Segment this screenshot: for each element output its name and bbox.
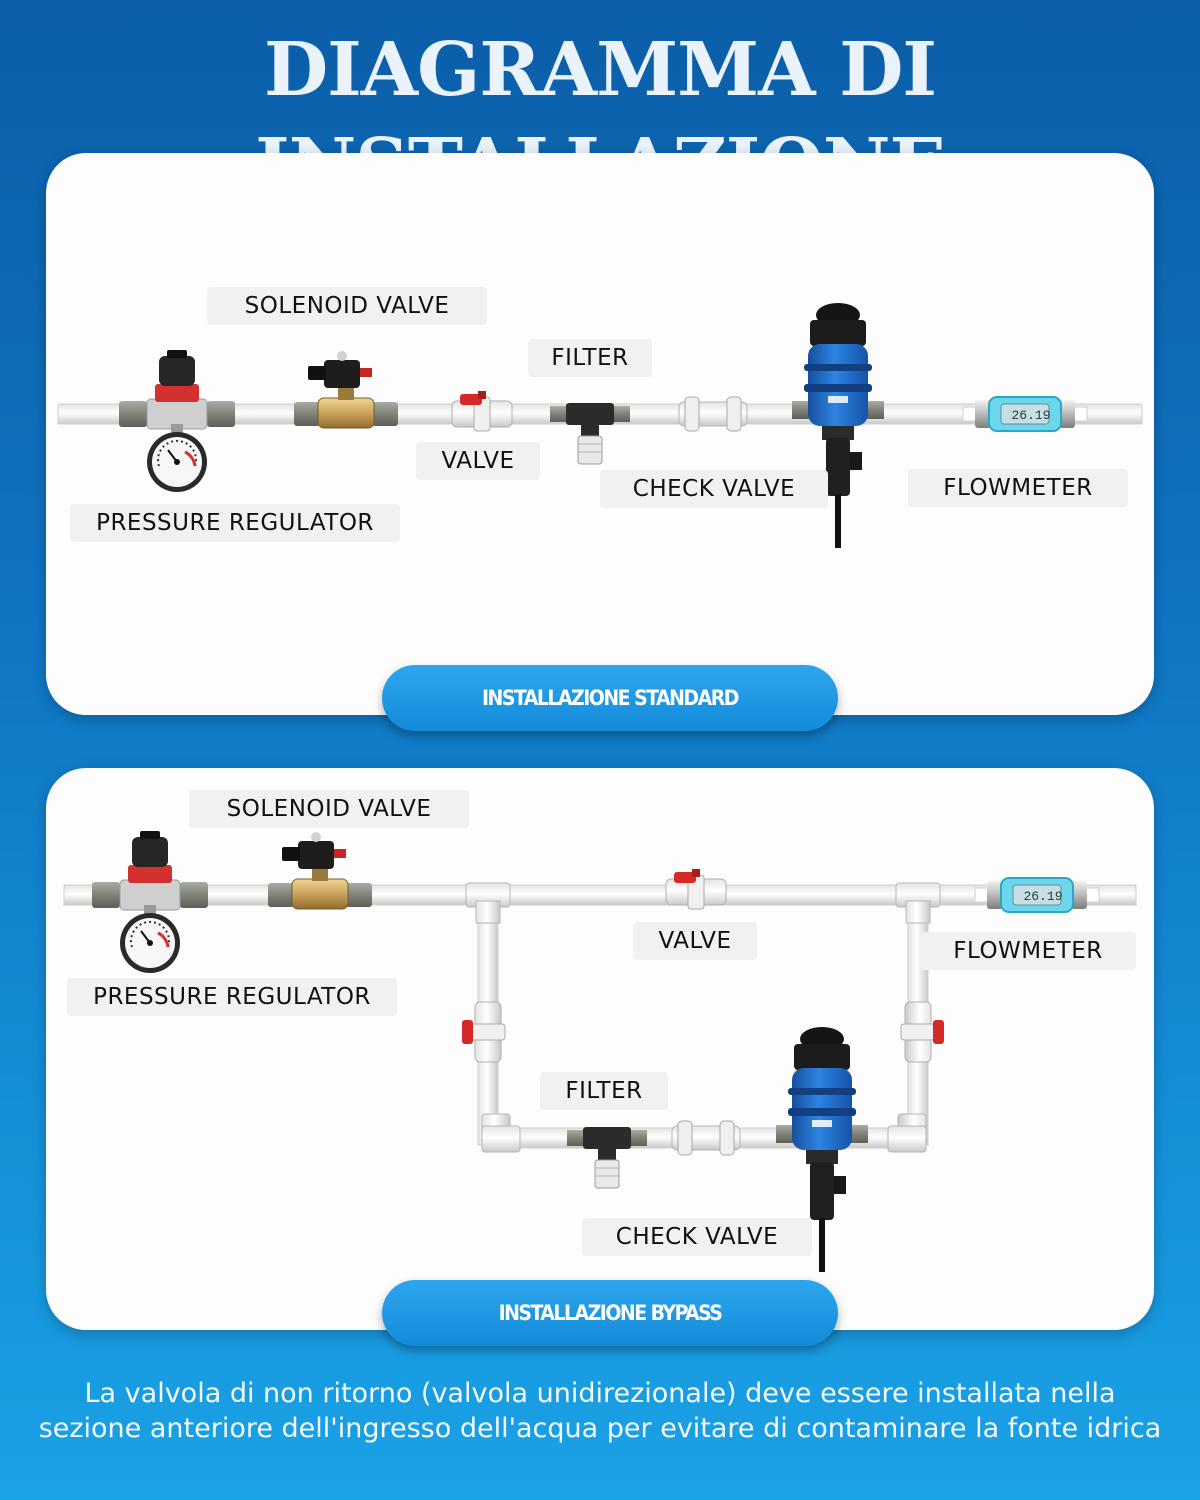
tee-fitting-icon — [465, 882, 511, 924]
footer-line-1: La valvola di non ritorno (valvola unidi… — [84, 1378, 1116, 1409]
bypass-outlet-valve-icon — [900, 1001, 945, 1063]
solenoid-valve-icon — [293, 350, 399, 429]
tee-fitting-icon — [895, 882, 941, 924]
label-valve: VALVE — [416, 442, 540, 480]
ball-valve-icon — [665, 868, 727, 910]
caption-bypass-installation: INSTALLAZIONE BYPASS — [382, 1280, 838, 1346]
label-pressure-regulator: PRESSURE REGULATOR — [67, 978, 397, 1016]
label-filter: FILTER — [528, 339, 652, 377]
footer-line-2: sezione anteriore dell'ingresso dell'acq… — [38, 1413, 1162, 1444]
standard-diagram: 26.19 — [57, 303, 1143, 548]
filter-icon — [566, 1126, 648, 1189]
label-solenoid-valve: SOLENOID VALVE — [189, 790, 469, 828]
pressure-regulator-icon — [90, 829, 210, 975]
ball-valve-icon — [451, 390, 513, 432]
label-solenoid-valve: SOLENOID VALVE — [207, 287, 487, 325]
label-check-valve: CHECK VALVE — [582, 1218, 812, 1256]
elbow-fitting-icon — [481, 1113, 521, 1153]
check-valve-icon — [671, 1120, 741, 1156]
dosing-pump-icon — [792, 303, 884, 548]
solenoid-valve-icon — [267, 831, 373, 910]
bypass-diagram: 26.19 — [63, 829, 1137, 1272]
footer-note: La valvola di non ritorno (valvola unidi… — [0, 1376, 1200, 1446]
label-flowmeter: FLOWMETER — [920, 932, 1136, 970]
label-flowmeter: FLOWMETER — [908, 469, 1128, 507]
label-check-valve: CHECK VALVE — [600, 470, 828, 508]
standard-installation-panel — [46, 153, 1154, 715]
label-pressure-regulator: PRESSURE REGULATOR — [70, 504, 400, 542]
check-valve-icon — [678, 396, 748, 432]
filter-icon — [549, 402, 631, 465]
pressure-regulator-icon — [117, 348, 237, 494]
label-valve: VALVE — [633, 922, 757, 960]
flowmeter-display: 26.19 — [1023, 889, 1062, 904]
caption-standard-installation: INSTALLAZIONE STANDARD — [382, 665, 838, 731]
label-filter: FILTER — [540, 1072, 668, 1110]
elbow-fitting-icon — [887, 1113, 927, 1153]
flowmeter-display: 26.19 — [1011, 408, 1050, 423]
bypass-inlet-valve-icon — [461, 1001, 506, 1063]
